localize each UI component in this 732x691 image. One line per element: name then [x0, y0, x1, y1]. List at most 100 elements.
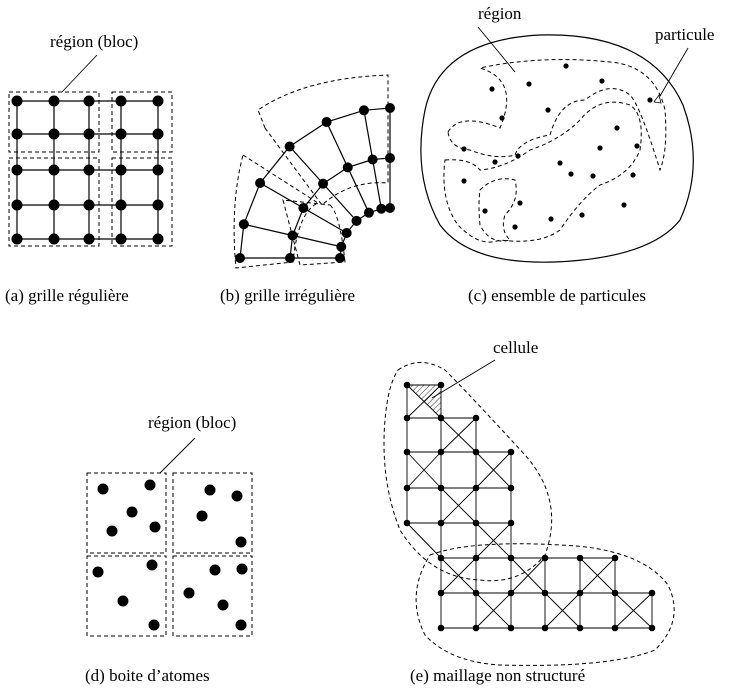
atom	[209, 564, 221, 576]
mesh-node	[437, 484, 445, 492]
grid-node	[48, 95, 60, 107]
mesh-edge	[544, 592, 581, 629]
mesh-node	[507, 484, 515, 492]
mesh-node	[541, 589, 549, 597]
mesh-node	[403, 519, 411, 527]
mesh-node	[611, 589, 619, 597]
grid-node	[83, 95, 95, 107]
leader-line-region	[477, 26, 516, 73]
particle	[499, 115, 505, 121]
grid-node	[336, 241, 347, 252]
mesh-node	[611, 624, 619, 632]
grid-node	[83, 233, 95, 245]
particle	[545, 107, 551, 113]
grid-node	[238, 219, 249, 230]
grid-node	[48, 233, 60, 245]
grid-node	[11, 95, 23, 107]
panel-regular-grid: région (bloc)	[8, 32, 173, 247]
atom-box	[172, 472, 253, 554]
grid-node	[385, 203, 395, 213]
mesh-edge	[579, 557, 616, 594]
atom	[204, 484, 216, 496]
atom	[231, 490, 243, 502]
mesh-edge	[510, 557, 546, 594]
atom	[149, 521, 161, 533]
grid-node	[152, 164, 164, 176]
mesh-node	[541, 624, 549, 632]
mesh-edge	[406, 384, 442, 419]
mesh-node	[403, 484, 411, 492]
grid-node	[284, 141, 295, 152]
atom-box	[86, 555, 167, 637]
label-particle: particule	[655, 25, 714, 44]
grid-node	[83, 164, 95, 176]
mesh-edge	[440, 417, 477, 453]
irregular-grid-mesh	[235, 103, 395, 263]
atom	[235, 536, 247, 548]
grid-node	[235, 253, 245, 263]
caption-a: (a) grille régulière	[5, 286, 129, 305]
mesh-node	[437, 414, 445, 422]
panel-unstructured-mesh: cellule	[383, 338, 675, 666]
mesh-node	[437, 519, 445, 527]
atoms	[92, 479, 248, 631]
mesh-node	[611, 554, 619, 562]
mesh-node	[437, 381, 445, 389]
grid-node	[115, 233, 127, 245]
atom-box	[86, 472, 167, 554]
particle	[489, 86, 495, 92]
particles	[461, 63, 653, 230]
caption-c: (c) ensemble de particules	[468, 286, 646, 305]
particle	[597, 145, 603, 151]
grid-node	[115, 128, 127, 140]
mesh-node	[576, 554, 584, 562]
mesh-edge	[440, 487, 477, 524]
grid-node	[115, 164, 127, 176]
region-outline	[443, 101, 642, 243]
mesh-node	[437, 448, 445, 456]
grid-node	[11, 199, 23, 211]
mesh-node	[507, 519, 515, 527]
particle	[621, 202, 627, 208]
grid-node	[341, 228, 352, 238]
region-outline	[478, 178, 517, 242]
mesh-edge	[475, 451, 512, 489]
grid-node	[83, 128, 95, 140]
particle	[526, 81, 532, 87]
particle	[590, 173, 596, 179]
particle	[512, 224, 518, 230]
mesh-edge	[475, 522, 512, 559]
arrow-head-icon	[653, 94, 662, 104]
mesh-node	[576, 624, 584, 632]
block-outline	[111, 157, 173, 247]
particle	[515, 153, 521, 159]
atom	[148, 619, 160, 631]
grid-node	[152, 199, 164, 211]
mesh-node	[472, 414, 480, 422]
grid-node	[367, 154, 378, 165]
leader-line-a	[61, 54, 98, 93]
grid-node	[385, 103, 395, 113]
mesh-node	[507, 624, 515, 632]
region-outline	[383, 362, 553, 582]
caption-d: (d) boite d’atomes	[85, 666, 210, 685]
caption-e: (e) maillage non structuré	[410, 666, 585, 685]
grid-node	[285, 253, 295, 263]
mesh-node	[403, 414, 411, 422]
panel-irregular-grid	[233, 74, 395, 269]
grid-node	[11, 233, 23, 245]
atom	[97, 483, 109, 495]
atom	[144, 479, 156, 491]
particle	[557, 160, 563, 166]
grid-node	[318, 178, 329, 189]
atom	[92, 566, 104, 578]
panel-particle-set: région particule	[420, 4, 714, 263]
region-outline	[415, 543, 675, 666]
grid-node	[255, 178, 266, 188]
mesh-node	[507, 554, 515, 562]
atom	[236, 563, 248, 575]
grid-node	[11, 164, 23, 176]
mesh-node	[403, 448, 411, 456]
mesh-node	[472, 519, 480, 527]
